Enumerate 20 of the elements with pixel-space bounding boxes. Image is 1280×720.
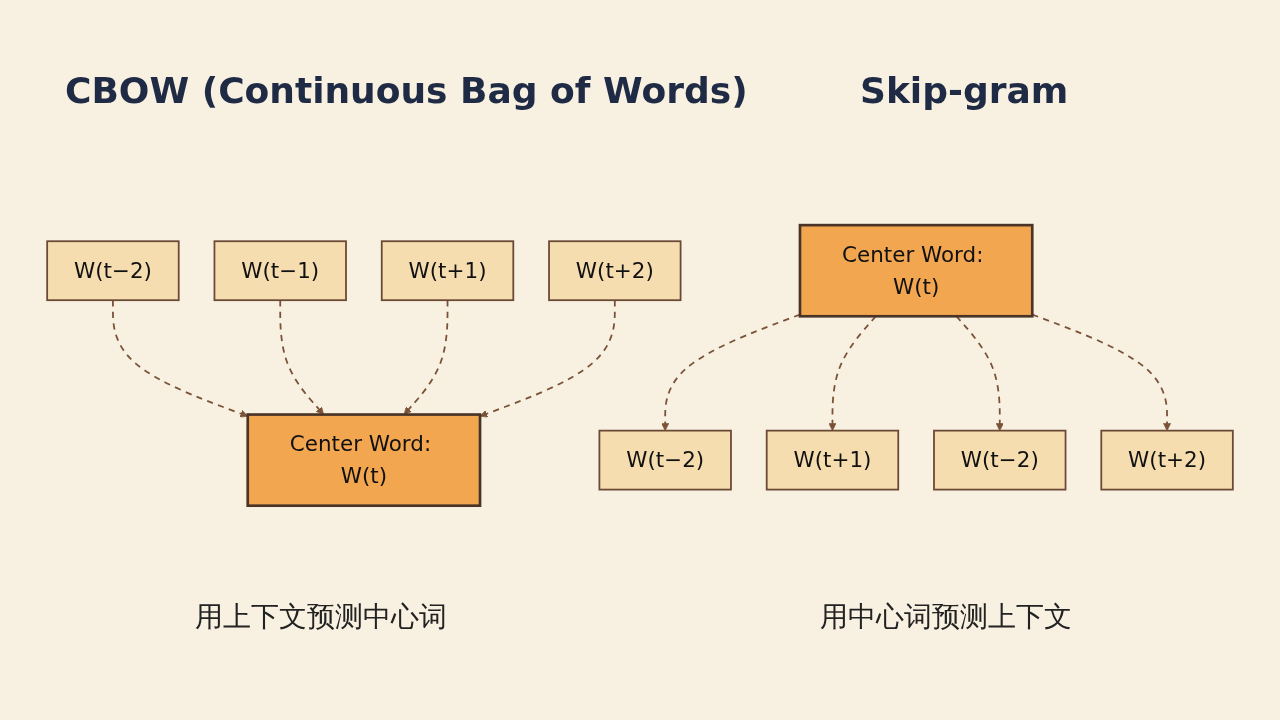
node-box: W(t−2): [598, 429, 732, 491]
node-box: W(t−2): [933, 429, 1067, 491]
panel-title: Skip-gram: [860, 70, 1069, 111]
arrow: [479, 298, 616, 418]
node-box: W(t+2): [548, 239, 682, 301]
node-box: W(t−2): [46, 239, 180, 301]
node-box: W(t−1): [213, 239, 347, 301]
node-box: Center Word: W(t): [246, 412, 482, 507]
node-box: W(t+2): [1100, 429, 1234, 491]
panel-title: CBOW (Continuous Bag of Words): [65, 70, 748, 111]
arrow: [403, 298, 449, 415]
arrow: [1031, 313, 1171, 431]
node-box: W(t+1): [380, 239, 515, 301]
caption: 用上下文预测中心词: [195, 599, 447, 635]
arrow: [661, 313, 801, 431]
node-box: Center Word: W(t): [798, 223, 1034, 318]
arrow: [112, 298, 249, 418]
node-box: W(t+1): [765, 429, 900, 491]
caption: 用中心词预测上下文: [820, 599, 1072, 635]
arrow: [279, 298, 324, 415]
